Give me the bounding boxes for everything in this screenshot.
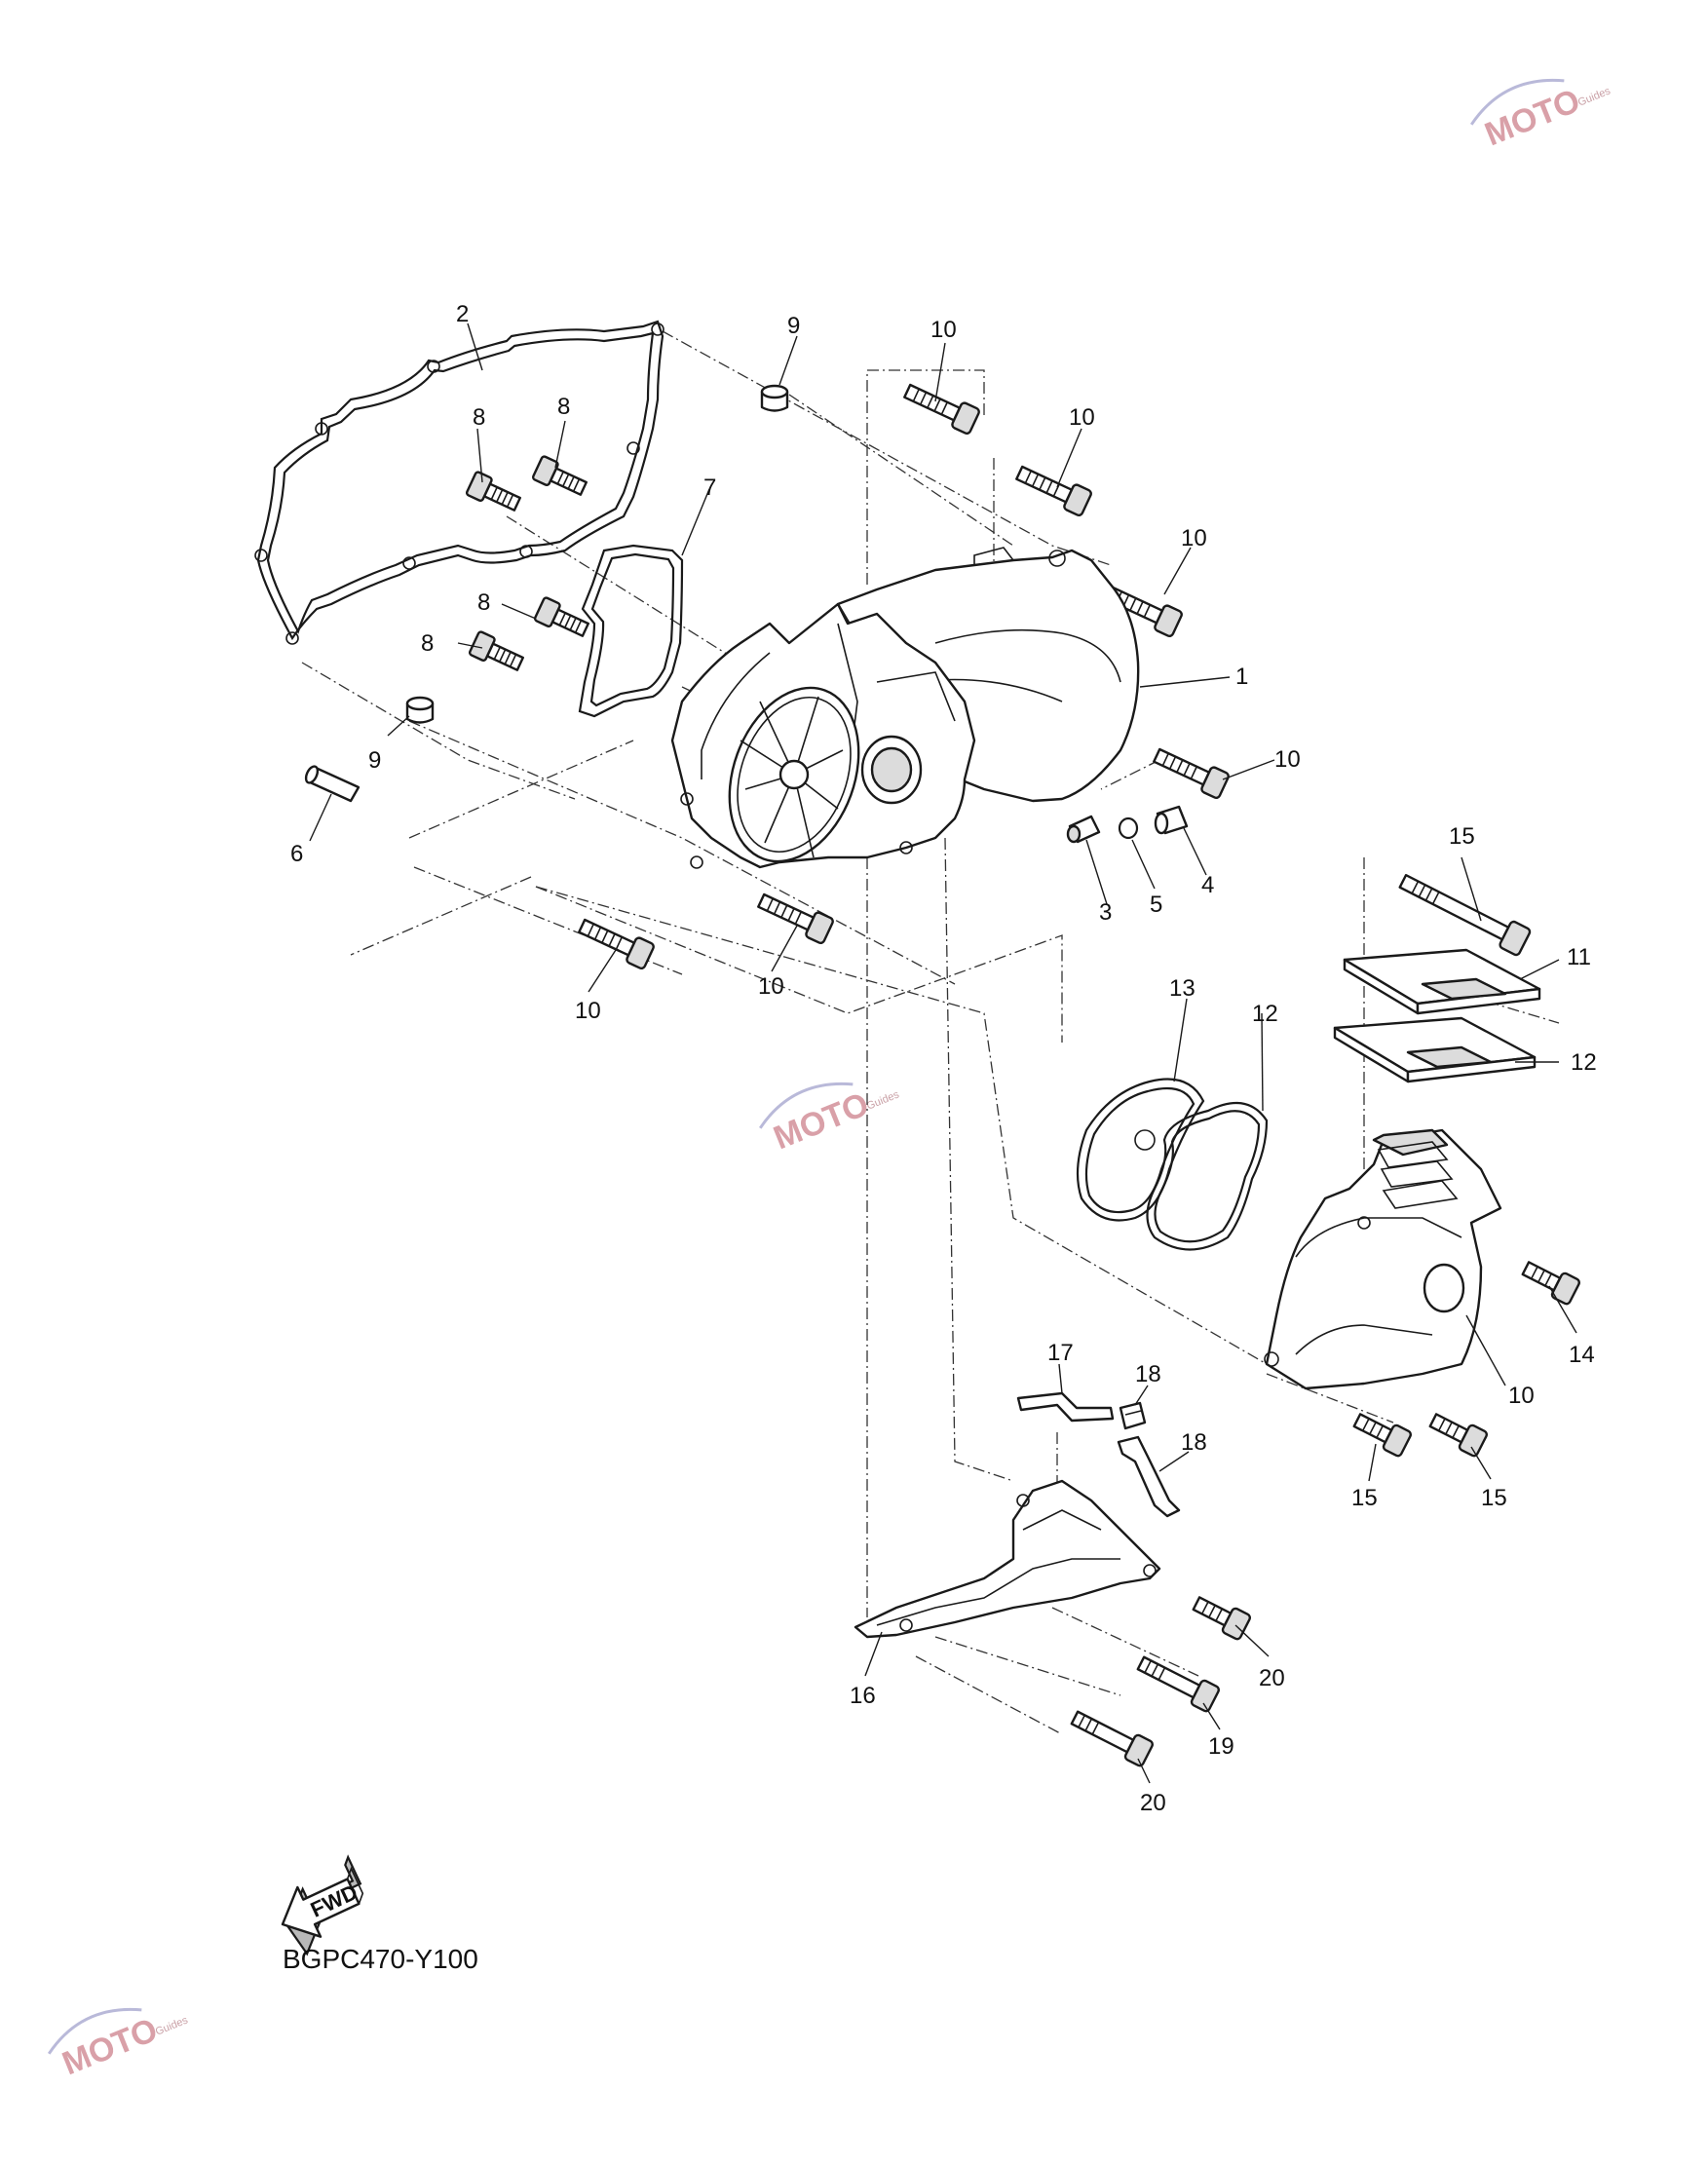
bolt-10-a (903, 383, 980, 436)
leader-lines (309, 323, 1577, 1784)
bolt-20-b (1070, 1710, 1154, 1767)
bolt-20-a (1136, 1655, 1220, 1713)
callout-13: 12 (1252, 1001, 1278, 1027)
callout-4: 4 (1201, 872, 1214, 898)
bolt-15-b (1352, 1413, 1412, 1458)
callout-10d: 10 (1274, 746, 1301, 773)
duct-cover-11 (1264, 1128, 1502, 1390)
fwd-arrow: FWD (281, 1854, 364, 1956)
bolt-10-d (1153, 747, 1230, 800)
callout-12b: 12 (1571, 1049, 1597, 1076)
callout-21: 20 (1259, 1665, 1285, 1691)
clip-18-upper (1016, 1391, 1115, 1423)
callout-12a: 11 (1567, 944, 1591, 970)
callout-20b: 20 (1140, 1790, 1166, 1816)
callout-18a: 17 (1047, 1340, 1074, 1366)
filter-element-12-upper (1343, 948, 1541, 1015)
clip-18-lower (1117, 1435, 1181, 1518)
watermark-brand: MOTO (1480, 82, 1585, 153)
seal-14 (1076, 1078, 1205, 1222)
callout-15c: 15 (1481, 1485, 1507, 1511)
bolt-10-e (578, 918, 655, 970)
callout-19: 18 (1135, 1361, 1161, 1387)
bolt-10-c (1106, 586, 1183, 638)
watermark-brand: MOTO (769, 1085, 874, 1157)
gasket-inner (578, 544, 684, 718)
callout-5: 5 (1150, 892, 1162, 918)
dowel-pin-lower (405, 696, 435, 724)
callout-15b: 15 (1351, 1485, 1378, 1511)
ring-5 (1118, 816, 1139, 840)
callout-10b: 10 (1069, 404, 1095, 431)
bolt-8-c (533, 596, 589, 637)
dowel-pin-upper (760, 384, 789, 412)
callout-labels: 1 2 3 4 5 6 7 8 8 8 8 9 9 10 10 10 10 10… (290, 301, 1597, 1816)
callout-8c: 8 (477, 589, 490, 616)
callout-17: 16 (850, 1683, 876, 1709)
bolt-8-d (468, 630, 524, 671)
callout-16: 15 (1449, 823, 1475, 850)
callout-8a: 8 (473, 404, 485, 431)
callout-11: 10 (1508, 1383, 1535, 1409)
bolt-15-c (1428, 1413, 1488, 1458)
cap-4 (1154, 805, 1189, 835)
clip-19 (1119, 1401, 1147, 1430)
callout-8b: 8 (557, 394, 570, 420)
callout-18b: 18 (1181, 1429, 1207, 1456)
filter-element-12-lower (1333, 1016, 1537, 1083)
watermark-sub: Guides (154, 2014, 190, 2037)
callout-7: 7 (703, 475, 716, 501)
diagram-code: BGPC470-Y100 (283, 1944, 478, 1974)
callout-20a: 19 (1208, 1733, 1234, 1760)
callout-1: 1 (1235, 664, 1248, 690)
callout-10a: 10 (930, 317, 957, 343)
watermark-top-right: MOTO Guides (1469, 78, 1613, 153)
callout-3: 3 (1099, 899, 1112, 926)
bolt-8-b (531, 455, 588, 496)
bolt-16 (1398, 873, 1532, 957)
guard-17 (854, 1479, 1161, 1639)
callout-14: 13 (1169, 975, 1196, 1002)
assembly-lines (301, 330, 1560, 1735)
callout-6: 6 (290, 841, 303, 867)
watermark-sub: Guides (865, 1088, 901, 1112)
callout-10f: 10 (758, 973, 784, 1000)
watermark-sub: Guides (1576, 85, 1613, 108)
callout-9b: 9 (368, 747, 381, 774)
callout-15a: 14 (1569, 1342, 1595, 1368)
callout-9a: 9 (787, 313, 800, 339)
watermark-center: MOTO Guides (758, 1082, 901, 1157)
oring-13 (1146, 1101, 1269, 1251)
bolt-8-a (465, 471, 521, 512)
bolt-10-f (757, 892, 834, 945)
callout-10c: 10 (1181, 525, 1207, 551)
bolt-10-b (1015, 465, 1092, 517)
pin-6 (304, 765, 361, 803)
watermark-brand: MOTO (57, 2011, 163, 2082)
watermark-bottom-left: MOTO Guides (47, 2007, 190, 2082)
bolt-21 (1192, 1596, 1251, 1641)
gasket-outer (254, 320, 664, 645)
callout-10e: 10 (575, 998, 601, 1024)
callout-2: 2 (456, 301, 469, 327)
callout-8d: 8 (421, 630, 434, 657)
plug-3 (1066, 815, 1101, 844)
crankcase-cover (670, 547, 1140, 869)
bolt-15-a (1521, 1261, 1580, 1306)
